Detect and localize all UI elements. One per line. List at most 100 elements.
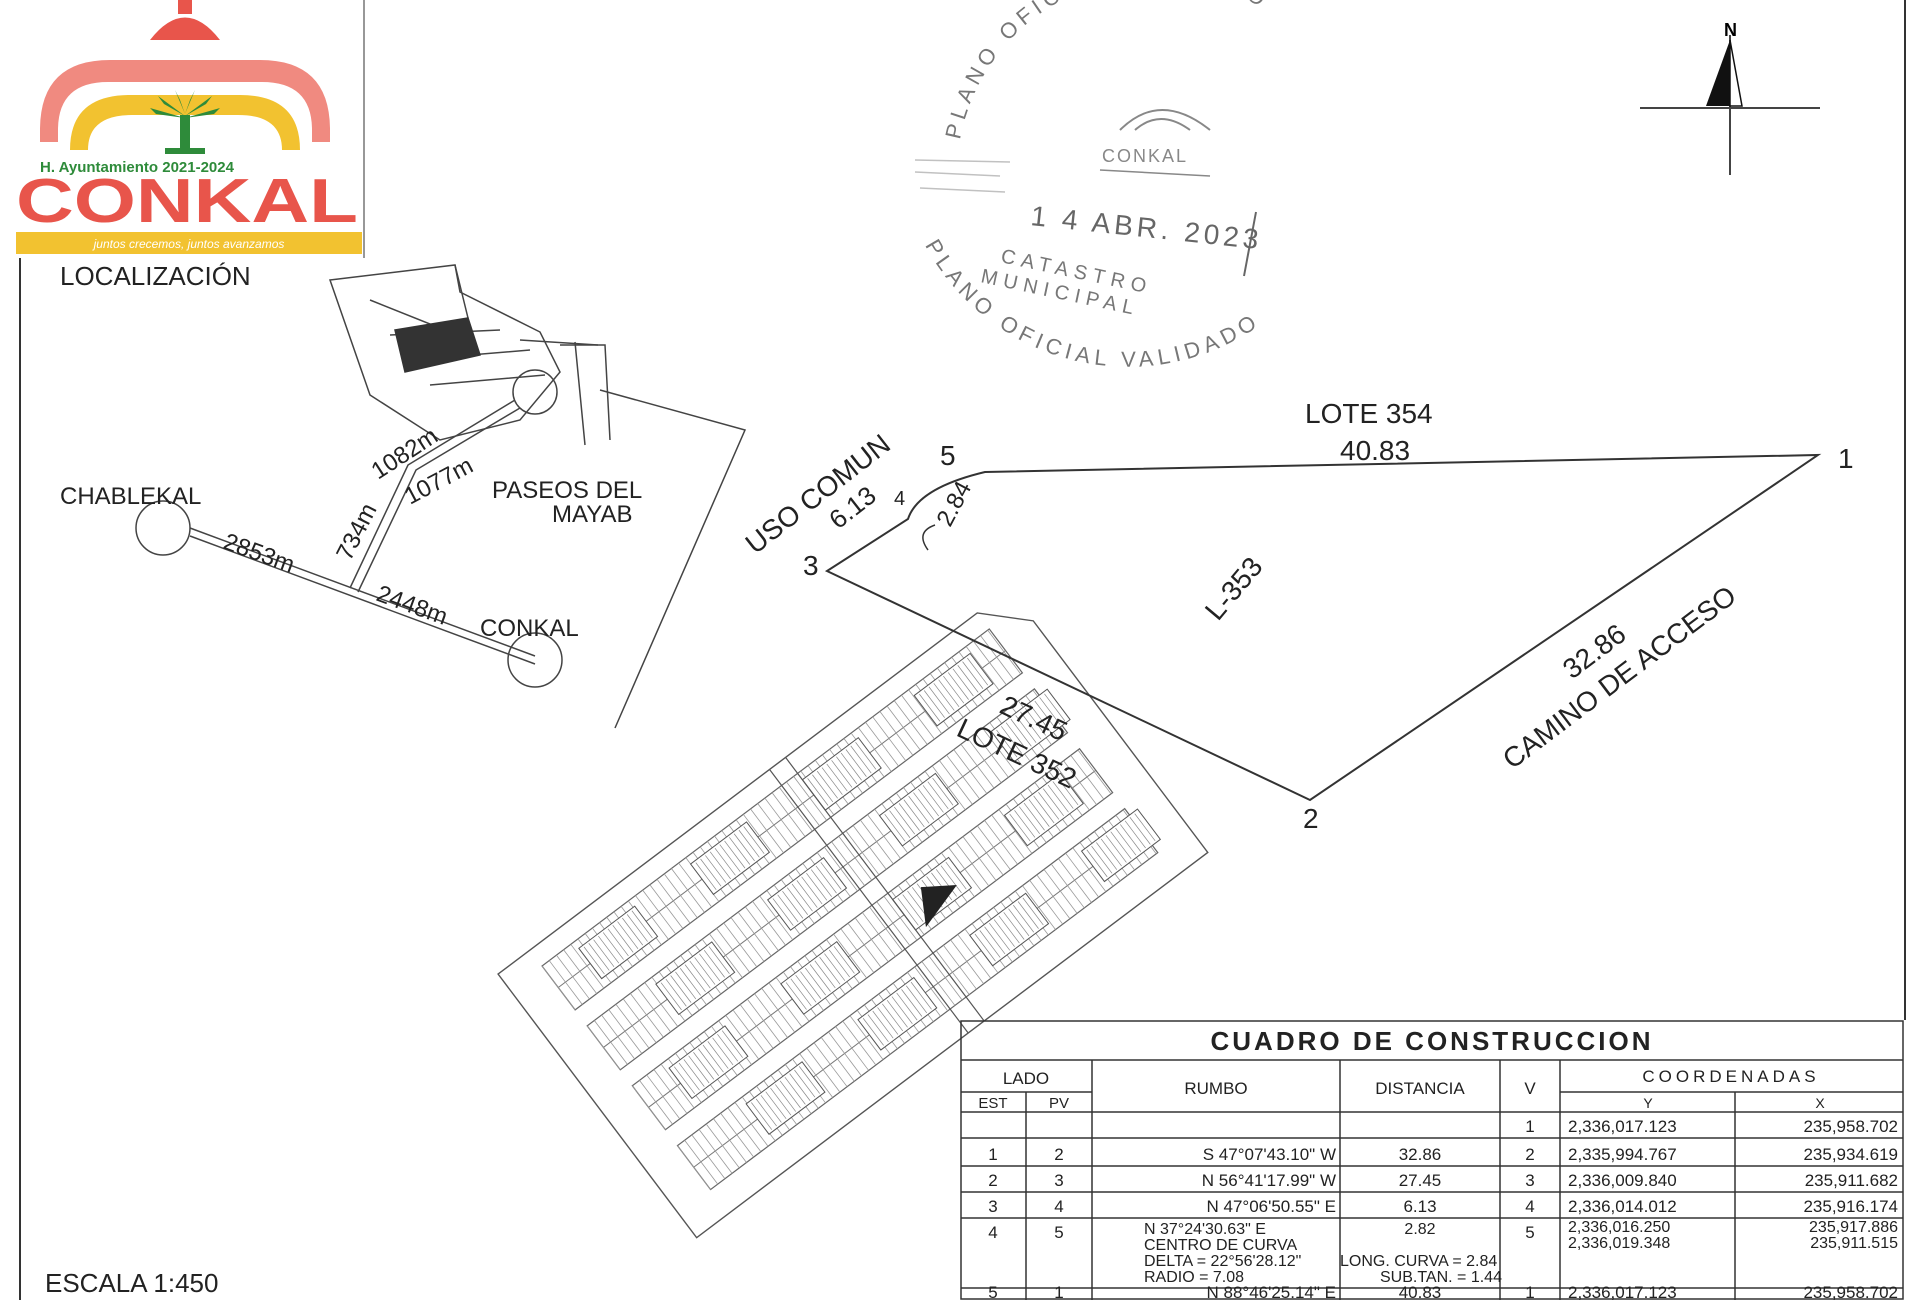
court-hatch — [703, 949, 725, 978]
court-hatch — [705, 855, 727, 883]
lot-line — [742, 814, 777, 859]
court-hatch — [786, 887, 809, 915]
table-row: 3 4 N 47°06'50.55" E 6.13 4 2,336,014.01… — [988, 1197, 1898, 1216]
table-row: 5 1 N 88°46'25.14" E 40.83 1 2,336,017.1… — [988, 1283, 1898, 1300]
court-hatch — [626, 914, 648, 942]
scale-label: ESCALA 1:450 — [45, 1268, 218, 1298]
north-label: N — [1724, 20, 1737, 40]
court-hatch — [700, 858, 722, 887]
lot-line — [737, 911, 772, 957]
court-hatch — [933, 683, 955, 711]
lot-line — [886, 705, 921, 751]
court-hatch — [670, 975, 692, 1003]
svg-text:235,958.702: 235,958.702 — [1803, 1283, 1898, 1300]
court-hatch — [1033, 795, 1055, 824]
court-hatch — [872, 1010, 894, 1039]
vertex-3: 3 — [803, 550, 819, 581]
lot-line — [671, 868, 705, 913]
lot-line — [622, 998, 657, 1043]
lot-line — [869, 906, 903, 952]
lot-line — [653, 1069, 688, 1114]
svg-text:N 88°46'25.14" E: N 88°46'25.14" E — [1206, 1283, 1336, 1300]
court-hatch — [1017, 901, 1039, 929]
lot-line — [768, 982, 803, 1028]
lot-line — [761, 988, 796, 1033]
header-x: X — [1815, 1095, 1825, 1111]
svg-text:1: 1 — [1054, 1283, 1063, 1300]
lot-line — [586, 1025, 621, 1071]
lot-line — [935, 950, 970, 995]
distance-2448m: 2448m — [373, 580, 451, 630]
court-hatch — [1008, 908, 1030, 937]
court-hatch — [622, 917, 644, 946]
court-hatch — [612, 925, 634, 953]
court-hatch — [738, 829, 760, 858]
court-hatch — [998, 915, 1020, 944]
court-hatch — [1105, 835, 1127, 863]
court-hatch — [919, 693, 941, 722]
distance-2853m: 2853m — [220, 528, 298, 578]
lot-line — [750, 808, 784, 854]
court-hatch — [897, 897, 919, 926]
lot-line — [629, 993, 664, 1038]
lot-line — [969, 830, 1004, 876]
court-hatch — [800, 971, 822, 999]
logo-ayuntamiento-text: H. Ayuntamiento 2021-2024 — [40, 159, 235, 176]
court-hatch — [699, 953, 721, 982]
lot-line — [727, 1107, 762, 1152]
court-hatch — [798, 1066, 821, 1094]
court-hatch — [1034, 700, 1056, 729]
court-hatch — [617, 921, 639, 949]
court-hatch — [819, 956, 841, 985]
lot-line — [849, 1015, 884, 1060]
court-hatch — [631, 910, 653, 939]
lot-line — [639, 1080, 673, 1125]
lot-line — [637, 987, 671, 1033]
court-hatch — [836, 756, 858, 785]
svg-text:1: 1 — [988, 1145, 997, 1164]
place-paseos-del: PASEOS DEL — [492, 477, 642, 504]
svg-text:2,336,009.840: 2,336,009.840 — [1568, 1171, 1677, 1190]
lot-line — [806, 1047, 841, 1093]
curve-subtangent: SUB.TAN. = 1.44 — [1380, 1269, 1502, 1286]
lot-line — [725, 1015, 760, 1060]
lot-line — [820, 1037, 855, 1082]
court-hatch — [1044, 693, 1066, 722]
court-hatch — [1029, 704, 1051, 733]
lot-line — [744, 906, 779, 951]
lot-line — [799, 1053, 834, 1098]
court-hatch — [707, 1041, 729, 1069]
stamp-date: 1 4 ABR. 2023 — [1029, 200, 1264, 255]
court-hatch — [1100, 838, 1122, 867]
svg-text:6.13: 6.13 — [1403, 1197, 1436, 1216]
court-hatch — [683, 1059, 705, 1087]
court-hatch — [684, 964, 706, 993]
court-hatch — [755, 1098, 777, 1127]
svg-text:4: 4 — [988, 1223, 997, 1242]
lot-line — [845, 830, 880, 876]
cell-y: 2,336,017.123 — [1568, 1117, 1677, 1136]
lot-line — [720, 1112, 754, 1158]
svg-text:4: 4 — [1525, 1197, 1534, 1216]
central-road — [785, 757, 985, 1022]
svg-text:235,916.174: 235,916.174 — [1803, 1197, 1898, 1216]
lot-line — [1072, 847, 1107, 892]
central-road — [769, 769, 969, 1034]
court-hatch — [693, 1052, 715, 1080]
lot-line — [953, 749, 988, 794]
svg-text:2: 2 — [1054, 1145, 1063, 1164]
svg-text:N 47°06'50.55" E: N 47°06'50.55" E — [1206, 1197, 1336, 1216]
svg-text:2: 2 — [988, 1171, 997, 1190]
court-hatch — [910, 981, 932, 1010]
lot-line — [974, 733, 1009, 778]
validation-stamp: PLANO OFICIAL VALIDADO PLANO OFICIAL VAL… — [914, 0, 1274, 372]
court-hatch — [694, 957, 716, 985]
lot-line — [847, 923, 882, 968]
svg-text:235,917.886: 235,917.886 — [1809, 1219, 1898, 1236]
stamp-top-text: PLANO OFICIAL VALIDADO — [940, 0, 1274, 141]
court-hatch — [1028, 799, 1050, 827]
lot-line — [698, 1129, 733, 1174]
court-hatch — [678, 1062, 700, 1091]
court-hatch — [779, 1080, 801, 1109]
court-hatch — [1086, 849, 1108, 878]
